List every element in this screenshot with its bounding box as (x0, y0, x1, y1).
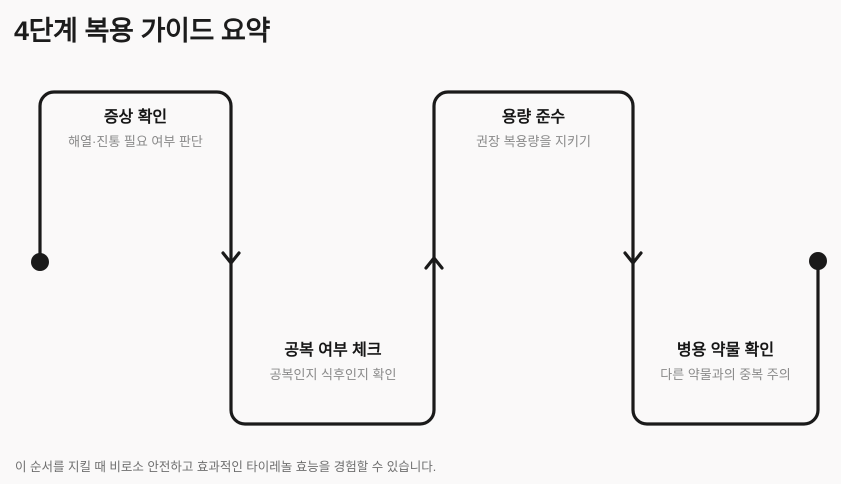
connector-segment-4 (631, 262, 820, 426)
step-node-1[interactable]: 증상 확인 해열·진통 필요 여부 판단 (47, 108, 224, 151)
step-title-3: 용량 준수 (501, 109, 566, 126)
arrow-down-icon-3 (623, 251, 643, 265)
step-desc-1: 해열·진통 필요 여부 판단 (68, 134, 203, 149)
step-desc-3: 권장 복용량을 지키기 (476, 134, 591, 149)
connector-segment-3 (432, 90, 635, 262)
step-title-4: 병용 약물 확인 (676, 342, 775, 359)
page-title: 4단계 복용 가이드 요약 (14, 16, 270, 46)
connector-segment-2 (229, 262, 436, 426)
arrow-down-icon-1 (221, 251, 241, 265)
step-desc-4: 다른 약물과의 중복 주의 (660, 367, 791, 382)
step-desc-2: 공복인지 식후인지 확인 (269, 367, 397, 382)
arrow-up-icon-2 (424, 256, 444, 270)
footer-note: 이 순서를 지킬 때 비로소 안전하고 효과적인 타이레놀 효능을 경험할 수 … (15, 460, 437, 474)
step-title-1: 증상 확인 (103, 109, 168, 126)
step-node-4[interactable]: 병용 약물 확인 다른 약물과의 중복 주의 (645, 341, 806, 384)
flow-end-dot (809, 252, 827, 270)
step-title-2: 공복 여부 체크 (284, 342, 382, 359)
step-node-2[interactable]: 공복 여부 체크 공복인지 식후인지 확인 (240, 341, 426, 384)
step-node-3[interactable]: 용량 준수 권장 복용량을 지키기 (442, 108, 625, 151)
connector-segment-1 (38, 90, 233, 262)
flow-start-dot (31, 253, 49, 271)
